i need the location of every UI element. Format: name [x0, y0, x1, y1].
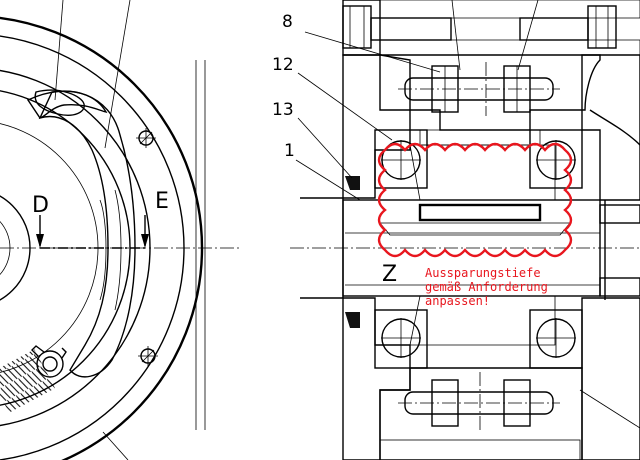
seal-13-lower — [345, 312, 360, 328]
bolt-hole-upper — [136, 128, 156, 148]
housing-right-lower — [581, 297, 640, 460]
bolt-8-shank — [370, 17, 452, 41]
front-view — [0, 0, 240, 460]
markup-cloud — [377, 142, 573, 258]
bearing-lower-right — [529, 309, 583, 369]
bearing-upper-right — [529, 129, 583, 189]
part-label-8: 8 — [282, 12, 293, 32]
leader-8 — [304, 31, 441, 73]
section-view — [290, 0, 640, 460]
leader-1 — [295, 159, 361, 201]
section-mark-d: D — [32, 193, 49, 218]
spring — [0, 349, 56, 413]
arrow-d-head — [36, 234, 44, 248]
detail-mark-z: Z — [382, 262, 397, 287]
pin-clip — [31, 345, 67, 378]
key — [418, 203, 542, 222]
leader-12 — [297, 72, 393, 141]
upper-carrier — [379, 54, 601, 131]
seal-13 — [345, 176, 360, 190]
brake-shoe — [26, 90, 136, 378]
section-mark-e: E — [155, 189, 169, 214]
bolt-hole-lower — [138, 346, 158, 366]
lower-carrier — [379, 367, 583, 460]
part-label-13: 13 — [272, 100, 294, 120]
markup-note-line2: gemäß Anforderung — [425, 280, 548, 294]
slot-upper — [34, 89, 85, 116]
housing-left-upper — [342, 54, 411, 199]
arrow-e-head — [141, 234, 149, 248]
leader-top-1 — [54, 0, 64, 101]
hub-lower — [409, 295, 556, 346]
bolt-right-head — [587, 5, 617, 49]
bearing-lower-left — [374, 309, 428, 369]
leader-top-2 — [104, 0, 131, 149]
bearing-upper-left — [374, 129, 428, 189]
hub-upper — [409, 144, 556, 201]
bolt-8-head — [342, 5, 372, 49]
part-label-1: 1 — [284, 141, 295, 161]
leader-13 — [297, 117, 353, 179]
markup-note-line3: anpassen! — [425, 294, 490, 308]
part-label-12: 12 — [272, 55, 294, 75]
markup-note-line1: Aussparungstiefe — [425, 266, 541, 280]
